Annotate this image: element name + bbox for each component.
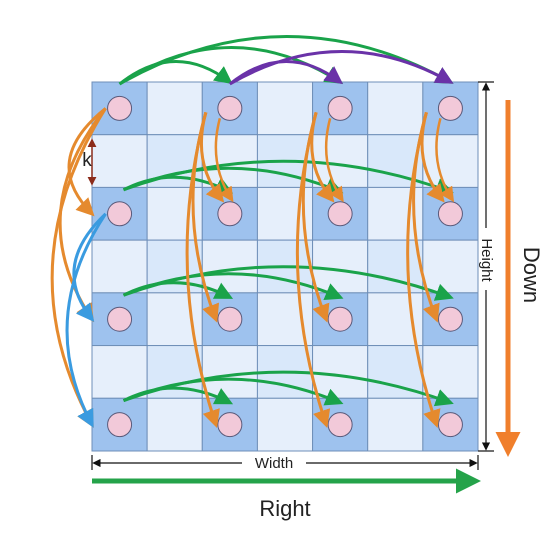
node-circle	[217, 306, 243, 332]
arc-down-col0-3	[50, 107, 107, 428]
arc-down-col0-blue-2	[65, 212, 107, 428]
grid-cell	[422, 345, 479, 399]
node-circle	[437, 306, 463, 332]
width-label: Width	[255, 455, 293, 472]
node-circle	[437, 201, 463, 227]
node-circle	[217, 95, 243, 121]
node-circle	[327, 95, 353, 121]
height-dimension: Height	[478, 81, 495, 452]
arc-right-row4-3	[123, 265, 454, 301]
arc-down-col0-blue-1	[72, 212, 107, 323]
k-spacing-indicator: k	[82, 138, 97, 186]
grid-cell	[91, 345, 148, 399]
grid-cell	[367, 397, 424, 452]
arc-right-row0-purple-2	[229, 50, 454, 86]
k-label: k	[82, 150, 92, 171]
node-circle	[327, 201, 353, 227]
arc-right-row0-purple-1	[228, 60, 344, 86]
node-circle	[107, 412, 133, 438]
arc-down-col6-3	[406, 111, 441, 429]
right-direction: Right	[92, 468, 481, 521]
arc-right-row2-3	[123, 159, 454, 196]
grid-cell	[422, 239, 479, 294]
width-dimension: Width	[91, 455, 479, 472]
arc-down-col0-1	[67, 107, 107, 217]
arc-down-col2-3	[185, 111, 220, 429]
height-label: Height	[478, 238, 495, 282]
node-circle	[107, 95, 133, 121]
grid-cell	[146, 81, 203, 136]
node-circle	[327, 412, 353, 438]
node-circle	[437, 412, 463, 438]
connection-arrows	[50, 35, 455, 429]
down-label: Down	[519, 247, 544, 303]
arc-right-row6-3	[123, 370, 454, 407]
arc-down-col4-3	[295, 111, 331, 429]
grid-cell	[256, 81, 314, 136]
grid-cell	[367, 81, 424, 136]
node-circle	[327, 306, 353, 332]
node-circle	[107, 201, 133, 227]
grid-cell	[91, 239, 148, 294]
grid-cell	[312, 239, 369, 294]
arc-down-col4-hook	[324, 118, 344, 203]
node-circle	[107, 306, 133, 332]
arc-down-col2-hook	[214, 118, 234, 203]
grid-cell	[146, 397, 203, 452]
grid-cell	[91, 134, 148, 188]
node-circle	[217, 201, 243, 227]
arc-down-col6-hook	[435, 118, 455, 203]
grid-cell	[256, 397, 314, 452]
right-label: Right	[259, 496, 310, 521]
down-direction: Down	[495, 100, 544, 457]
node-circle	[437, 95, 463, 121]
grid-cell	[312, 345, 369, 399]
node-circle	[217, 412, 243, 438]
